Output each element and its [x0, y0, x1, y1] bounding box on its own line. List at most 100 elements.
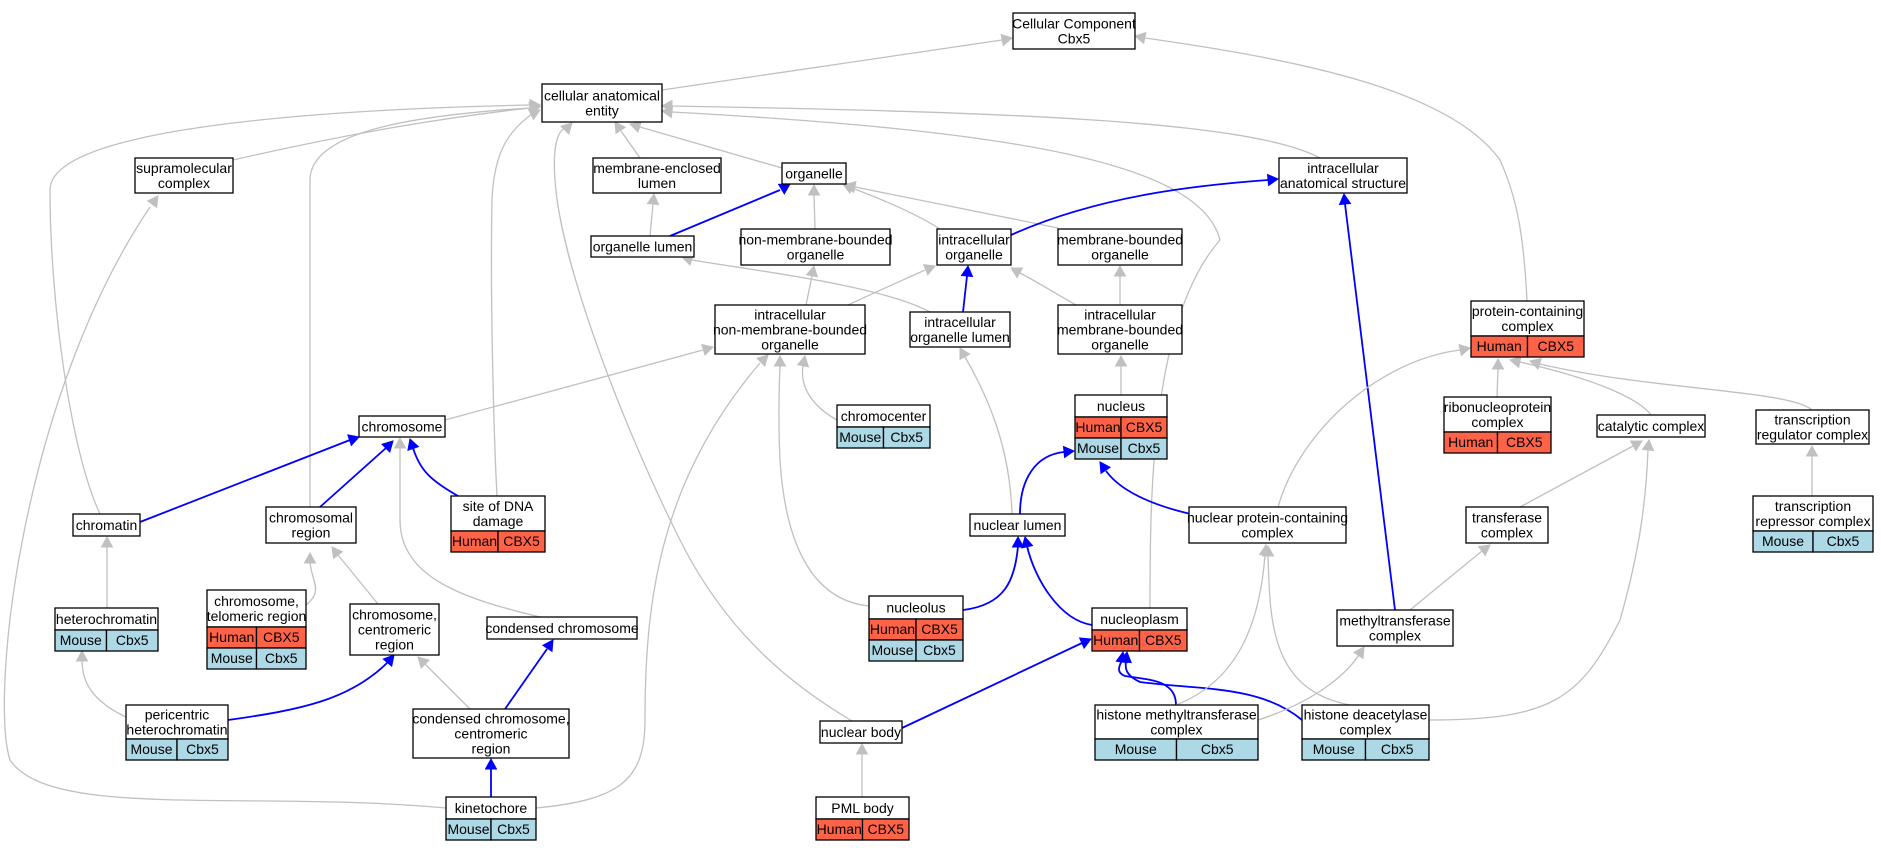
edge-line	[1124, 659, 1303, 721]
arrowhead	[959, 347, 971, 361]
node-label: organelle lumen	[910, 329, 1010, 345]
node-chromosome[interactable]: chromosome	[358, 415, 446, 438]
node-box	[265, 506, 357, 544]
species-label: Human	[1075, 419, 1120, 435]
edge-histone-methyltransferase-complex-to-methyltransferase-complex	[1257, 646, 1365, 721]
edge-line	[1257, 652, 1361, 721]
node-nuclear-lumen[interactable]: nuclear lumen	[969, 513, 1066, 537]
node-label: complex	[158, 175, 210, 191]
edge-intracellular-membrane-bounded-organelle-to-membrane-bounded-organelle	[1113, 264, 1127, 305]
species-label: Mouse	[1077, 440, 1119, 456]
node-nuclear-body[interactable]: nuclear body	[819, 720, 903, 744]
edge-line	[1010, 179, 1269, 236]
species-label: Mouse	[871, 642, 913, 658]
edge-cellular-anatomical-entity-to-cellular-component	[661, 33, 1014, 91]
gene-symbol-cell	[1138, 629, 1188, 652]
arrowhead	[100, 535, 114, 548]
node-box	[450, 495, 546, 532]
edge-line	[1026, 545, 1093, 626]
node-label: Cellular Component	[1012, 16, 1136, 32]
node-organelle[interactable]: organelle	[781, 162, 847, 185]
edge-intracellular-non-membrane-bounded-organelle-to-non-membrane-bounded-organelle	[805, 264, 819, 306]
arrowhead	[646, 192, 660, 206]
arrowhead	[1629, 440, 1643, 452]
node-label: organelle lumen	[593, 239, 693, 255]
species-label: Mouse	[60, 632, 102, 648]
gene-symbol-cell	[1120, 437, 1168, 460]
node-label: membrane-enclosed	[593, 160, 721, 176]
node-box	[936, 228, 1012, 266]
edge-line	[962, 545, 1019, 611]
node-chromatin[interactable]: chromatin	[72, 513, 141, 537]
edge-pml-body-to-nuclear-body	[855, 742, 869, 797]
node-condensed-chromosome[interactable]: condensed chromosome	[485, 616, 639, 640]
arrowhead	[1641, 438, 1655, 452]
node-label: nucleus	[1097, 398, 1145, 414]
edge-catalytic-complex-to-protein-containing-complex	[1508, 355, 1652, 416]
node-label: chromosomal	[269, 510, 353, 526]
node-box	[72, 513, 141, 537]
node-label: telomeric region	[207, 608, 307, 624]
node-label: region	[375, 637, 414, 653]
arrowhead	[527, 109, 541, 121]
edge-chromosome-telomeric-region-to-chromosomal-region	[303, 551, 317, 606]
edge-line	[1539, 363, 1813, 411]
arrowhead	[629, 120, 642, 134]
node-label: complex	[1501, 318, 1553, 334]
species-label: Human	[1093, 632, 1138, 648]
gene-label: Cbx5	[186, 741, 219, 757]
node-label: PML body	[831, 800, 894, 816]
arrowhead	[303, 551, 317, 564]
node-label: nucleolus	[886, 600, 945, 616]
arrowhead	[1477, 544, 1491, 557]
edge-line	[1175, 554, 1266, 706]
node-label: nucleoplasm	[1100, 611, 1179, 627]
node-box	[1057, 304, 1183, 355]
arrowhead	[1133, 31, 1147, 45]
edge-nucleoplasm-to-cellular-anatomical-entity	[660, 105, 1221, 609]
edge-line	[412, 447, 459, 497]
node-organelle-lumen[interactable]: organelle lumen	[590, 235, 695, 258]
node-intracellular-non-membrane-bounded-organelle[interactable]: intracellularnon-membrane-boundedorganel…	[713, 304, 867, 355]
edge-histone-methyltransferase-complex-to-nuclear-protein-containing-complex	[1175, 543, 1272, 706]
node-catalytic-complex[interactable]: catalytic complex	[1596, 414, 1706, 438]
edge-nuclear-lumen-to-intracellular-organelle-lumen	[959, 347, 1013, 515]
node-label: chromosome,	[214, 593, 299, 609]
node-label: supramolecular	[136, 160, 232, 176]
edge-line	[309, 107, 531, 507]
gene-label: CBX5	[1537, 338, 1574, 354]
